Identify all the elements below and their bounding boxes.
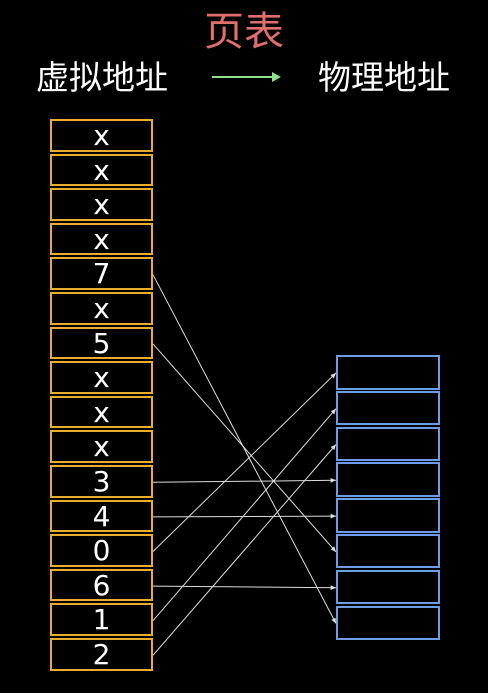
mapping-arrow bbox=[152, 513, 337, 519]
page-table-entry: x bbox=[50, 395, 153, 429]
physical-frame bbox=[336, 355, 440, 390]
page-table-entry: 2 bbox=[50, 637, 153, 671]
mapping-arrow bbox=[152, 585, 337, 591]
page-table-entry: x bbox=[50, 188, 153, 221]
physical-frame bbox=[336, 462, 440, 497]
page-table-entry: 4 bbox=[50, 499, 153, 533]
diagram-title: 页表 bbox=[204, 9, 284, 55]
mapping-arrow bbox=[152, 343, 337, 553]
physical-frame bbox=[336, 426, 440, 462]
virtual-address-label: 虚拟地址 bbox=[36, 58, 168, 97]
page-table-entry: x bbox=[50, 222, 153, 256]
page-table-entry: x bbox=[50, 361, 153, 394]
page-table-entry: 3 bbox=[50, 464, 153, 498]
mapping-arrow bbox=[152, 477, 337, 483]
page-table-entry: x bbox=[50, 119, 153, 152]
page-table-entry: 0 bbox=[50, 534, 153, 567]
physical-frames bbox=[336, 355, 446, 641]
mapping-arrow bbox=[152, 372, 337, 552]
page-table-entry: x bbox=[50, 291, 153, 325]
physical-address-label: 物理地址 bbox=[318, 58, 450, 97]
page-table-entry: x bbox=[50, 153, 153, 187]
physical-frame bbox=[336, 605, 440, 641]
physical-frame bbox=[336, 498, 440, 533]
mapping-arrow bbox=[152, 408, 337, 622]
physical-frame bbox=[336, 569, 440, 605]
physical-frame bbox=[336, 390, 440, 426]
page-table-entry: x bbox=[50, 430, 153, 463]
mapping-arrow bbox=[152, 274, 337, 624]
right-arrow-icon bbox=[212, 72, 281, 82]
page-table-entry: 6 bbox=[50, 568, 153, 602]
page-table-entry: 5 bbox=[50, 326, 153, 360]
page-table-entry: 1 bbox=[50, 603, 153, 636]
physical-frame bbox=[336, 533, 440, 569]
mapping-arrow bbox=[152, 444, 337, 656]
page-table-entry: 7 bbox=[50, 257, 153, 290]
